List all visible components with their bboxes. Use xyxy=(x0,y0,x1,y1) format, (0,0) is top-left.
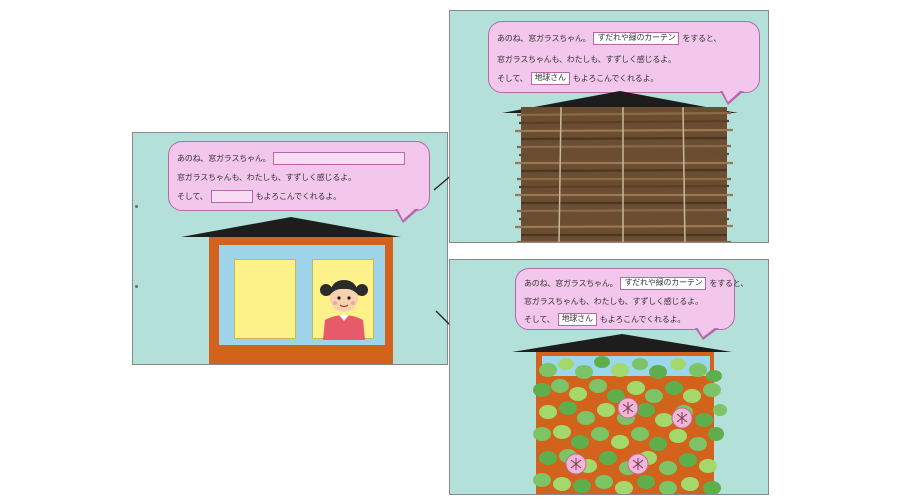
panel-sudare: あのね、窓ガラスちゃん。 すだれや緑のカーテン をすると、 窓ガラスちゃんも、わ… xyxy=(449,10,769,243)
bubble-line-3-prefix: そして、 xyxy=(524,315,555,324)
house-wall xyxy=(209,237,393,364)
panel-green-curtain: あのね、窓ガラスちゃん。 すだれや緑のカーテン をすると、 窓ガラスちゃんも、わ… xyxy=(449,259,769,495)
bubble-line-2: 窓ガラスちゃんも、わたしも、すずしく感じるよ。 xyxy=(177,173,356,182)
answer-box-1: すだれや緑のカーテン xyxy=(593,32,680,45)
bubble-line-1-suffix: をすると、 xyxy=(709,279,749,288)
window-glass-right xyxy=(312,259,374,340)
bubble-line-3-prefix: そして、 xyxy=(497,74,528,83)
green-curtain xyxy=(533,356,727,494)
panel-before: あのね、窓ガラスちゃん。 窓ガラスちゃんも、わたしも、すずしく感じるよ。 そして… xyxy=(132,132,448,365)
bubble-line-2: 窓ガラスちゃんも、わたしも、すずしく感じるよ。 xyxy=(497,55,676,64)
pin-hole xyxy=(135,205,138,208)
speech-bubble: あのね、窓ガラスちゃん。 窓ガラスちゃんも、わたしも、すずしく感じるよ。 そして… xyxy=(168,141,430,211)
pin-hole xyxy=(135,285,138,288)
house-roof xyxy=(181,217,401,237)
sudare-blind xyxy=(515,107,733,242)
bubble-line-1: あのね、窓ガラスちゃん。 xyxy=(177,154,271,163)
blank-box-1 xyxy=(273,152,406,165)
bubble-line-3-suffix: もよろこんでくれるよ。 xyxy=(572,74,659,83)
blank-box-2 xyxy=(210,190,253,203)
speech-bubble: あのね、窓ガラスちゃん。 すだれや緑のカーテン をすると、 窓ガラスちゃんも、わ… xyxy=(488,21,760,93)
bubble-line-3-prefix: そして、 xyxy=(177,192,208,201)
bubble-line-1: あのね、窓ガラスちゃん。 xyxy=(497,34,591,43)
girl-figure xyxy=(320,280,368,340)
bubble-line-1-suffix: をすると、 xyxy=(682,34,722,43)
morning-glory-icon xyxy=(565,397,693,475)
window-frame xyxy=(219,245,385,345)
house-roof xyxy=(512,334,732,352)
bubble-line-3-suffix: もよろこんでくれるよ。 xyxy=(255,192,342,201)
answer-box-1: すだれや緑のカーテン xyxy=(620,277,707,290)
bubble-line-3-suffix: もよろこんでくれるよ。 xyxy=(599,315,686,324)
bubble-line-2: 窓ガラスちゃんも、わたしも、すずしく感じるよ。 xyxy=(524,297,703,306)
answer-box-2: 地球さん xyxy=(557,313,597,326)
window-glass-left xyxy=(234,259,296,339)
bubble-tail xyxy=(395,208,419,223)
speech-bubble: あのね、窓ガラスちゃん。 すだれや緑のカーテン をすると、 窓ガラスちゃんも、わ… xyxy=(515,268,748,330)
answer-box-2: 地球さん xyxy=(530,72,570,85)
bubble-line-1: あのね、窓ガラスちゃん。 xyxy=(524,279,618,288)
